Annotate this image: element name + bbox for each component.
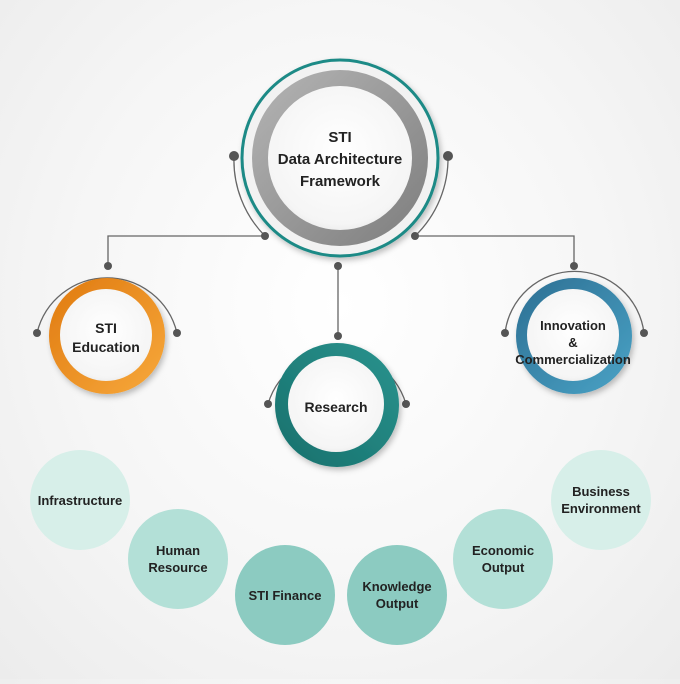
- research-inner: [288, 356, 384, 452]
- bubble-human-resource-line-2: Resource: [148, 560, 208, 575]
- connector-dots: [33, 151, 648, 408]
- education-node: [49, 278, 165, 394]
- dot: [640, 329, 648, 337]
- bubble-business-environment-label: Business Environment: [541, 470, 661, 530]
- dot: [443, 151, 453, 161]
- innovation-line-1: Innovation: [540, 317, 606, 333]
- bubble-sti-finance-label: STI Finance: [225, 565, 345, 625]
- bubble-business-environment-line-2: Environment: [561, 501, 641, 516]
- dot: [104, 262, 112, 270]
- research-line-1: Research: [304, 399, 368, 415]
- education-line-2: Education: [72, 339, 140, 355]
- dot: [229, 151, 239, 161]
- bubble-infrastructure: [30, 450, 130, 550]
- bubble-economic-output: [453, 509, 553, 609]
- main-node-line-1: STI: [328, 129, 352, 146]
- education-inner: [60, 289, 152, 381]
- dot: [33, 329, 41, 337]
- bubble-knowledge-output-label: Knowledge Output: [337, 565, 457, 625]
- bubble-human-resource-line-1: Human: [155, 543, 201, 558]
- innovation-label: Innovation & Commercialization: [498, 310, 648, 374]
- bubble-knowledge-output: [347, 545, 447, 645]
- bubble-knowledge-output-line-2: Output: [375, 596, 419, 611]
- dot: [334, 262, 342, 270]
- main-arc-right: [414, 155, 449, 237]
- bubble-economic-output-label: Economic Output: [443, 529, 563, 589]
- dot: [173, 329, 181, 337]
- bubble-economic-output-line-1: Economic: [471, 543, 535, 558]
- dot: [334, 332, 342, 340]
- connector-to-education: [107, 235, 265, 266]
- innovation-inner: [527, 289, 619, 381]
- bubble-sti-finance: [235, 545, 335, 645]
- dot: [570, 262, 578, 270]
- main-node-line-2: Data Architecture: [277, 151, 403, 168]
- bubble-knowledge-output-line-1: Knowledge: [362, 579, 432, 594]
- bubble-infrastructure-line-1: Infrastructure: [37, 492, 123, 508]
- connector-to-innovation: [415, 235, 575, 266]
- main-node-inner: [268, 86, 412, 230]
- dot: [264, 400, 272, 408]
- dot: [411, 232, 419, 240]
- main-node: [240, 58, 440, 258]
- education-arc: [36, 277, 178, 334]
- education-line-1: STI: [95, 320, 117, 336]
- innovation-line-2: &: [568, 334, 578, 350]
- innovation-line-3: Commercialization: [515, 351, 631, 367]
- innovation-node: [516, 278, 632, 394]
- bubble-sti-finance-line-1: STI Finance: [248, 587, 322, 603]
- main-node-label: STI Data Architecture Framework: [270, 110, 410, 210]
- dot: [261, 232, 269, 240]
- bubble-economic-output-line-2: Output: [481, 560, 525, 575]
- bubble-infrastructure-label: Infrastructure: [20, 470, 140, 530]
- education-label: STI Education: [58, 306, 154, 370]
- research-node: [275, 343, 399, 467]
- bubble-business-environment: [551, 450, 651, 550]
- main-arc-left: [233, 155, 266, 237]
- bubble-human-resource: [128, 509, 228, 609]
- innovation-arc: [504, 270, 645, 334]
- bubble-business-environment-line-1: Business: [572, 484, 630, 499]
- indicator-bubbles: [30, 450, 651, 645]
- dot: [402, 400, 410, 408]
- bubble-human-resource-label: Human Resource: [118, 529, 238, 589]
- research-label: Research: [286, 382, 386, 432]
- main-node-line-3: Framework: [299, 173, 381, 190]
- dot: [501, 329, 509, 337]
